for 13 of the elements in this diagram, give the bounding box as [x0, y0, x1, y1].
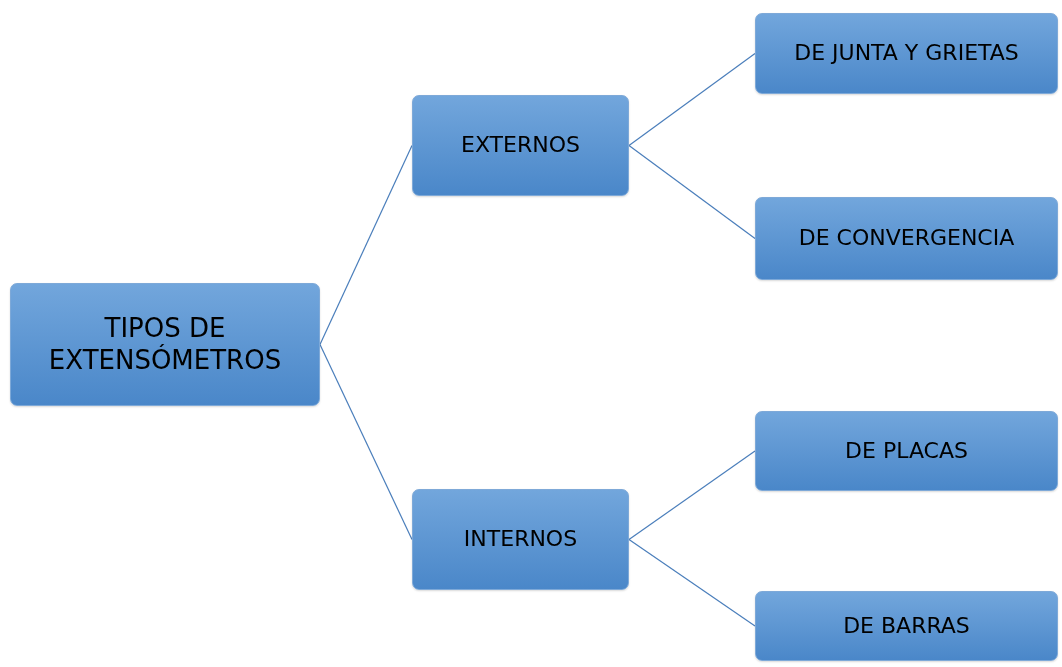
connector-line — [628, 450, 756, 541]
category-box: DE PLACAS — [755, 411, 1058, 491]
connector-line — [319, 343, 413, 541]
category-box: DE JUNTA Y GRIETAS — [755, 13, 1058, 94]
category-box: EXTERNOS — [412, 95, 629, 196]
connector-line — [628, 144, 756, 240]
connector-line — [628, 52, 756, 147]
category-box: DE BARRAS — [755, 591, 1058, 661]
connector-line — [319, 144, 413, 346]
category-box: INTERNOS — [412, 489, 629, 590]
category-box: TIPOS DE EXTENSÓMETROS — [10, 283, 320, 406]
connector-line — [628, 538, 756, 627]
category-box: DE CONVERGENCIA — [755, 197, 1058, 280]
